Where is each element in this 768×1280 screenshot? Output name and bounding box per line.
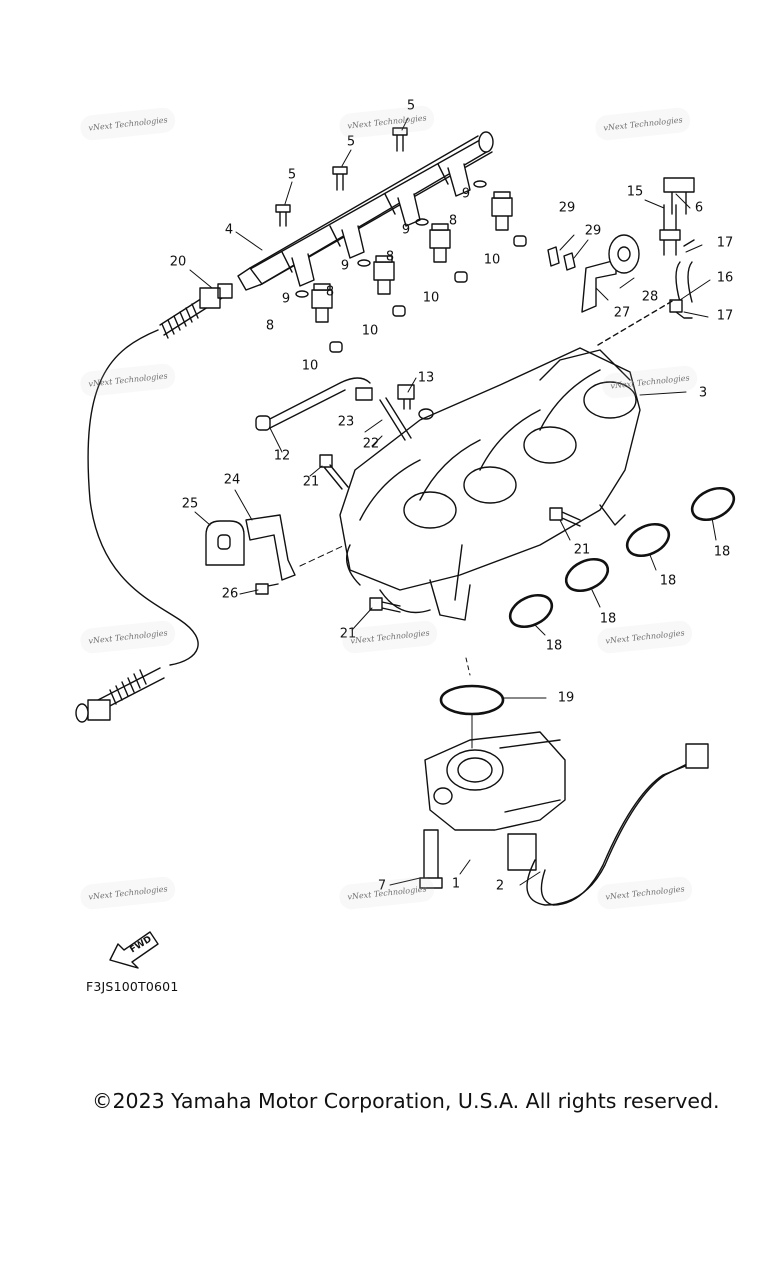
callout-9a: 9 [281, 291, 291, 307]
watermark: vNext Technologies [88, 884, 168, 902]
intake-manifold [339, 347, 641, 621]
callout-24: 24 [223, 472, 241, 488]
callout-10c: 10 [422, 290, 440, 306]
callout-22: 22 [362, 436, 380, 452]
pressure-sensor-hoses [597, 177, 695, 346]
callout-8b: 8 [325, 284, 335, 300]
watermark: vNext Technologies [603, 115, 683, 133]
injectors [311, 191, 513, 323]
callout-5c: 5 [287, 167, 297, 183]
sensor-bracket [547, 234, 640, 313]
bolt-5 [275, 127, 408, 227]
callout-8d: 8 [448, 213, 458, 229]
diagram-code: F3JS100T0601 [86, 979, 179, 994]
watermark: vNext Technologies [347, 113, 427, 131]
callout-27: 27 [613, 305, 631, 321]
callout-21a: 21 [302, 474, 320, 490]
callout-10b: 10 [361, 323, 379, 339]
callout-13: 13 [417, 370, 435, 386]
fuel-hose [75, 283, 233, 723]
callout-18c: 18 [659, 573, 677, 589]
gaskets [439, 486, 736, 716]
callout-26: 26 [221, 586, 239, 602]
callout-6: 6 [694, 200, 704, 216]
callout-17b: 17 [716, 308, 734, 324]
callout-9d: 9 [461, 186, 471, 202]
callout-15: 15 [626, 184, 644, 200]
watermark: vNext Technologies [610, 373, 690, 391]
callout-16: 16 [716, 270, 734, 286]
callout-3: 3 [698, 385, 708, 401]
callout-1: 1 [451, 876, 461, 892]
callout-18a: 18 [545, 638, 563, 654]
bolts-21 [319, 454, 581, 613]
callout-20: 20 [169, 254, 187, 270]
watermark: vNext Technologies [350, 628, 430, 646]
callout-2: 2 [495, 878, 505, 894]
callout-4: 4 [224, 222, 234, 238]
watermark: vNext Technologies [88, 371, 168, 389]
fwd-arrow [109, 931, 159, 969]
throttle-body [424, 731, 709, 906]
callout-10a: 10 [301, 358, 319, 374]
callout-25: 25 [181, 496, 199, 512]
callout-12: 12 [273, 448, 291, 464]
callout-21b: 21 [573, 542, 591, 558]
bracket-24 [205, 514, 296, 595]
watermark: vNext Technologies [347, 884, 427, 902]
fuel-rail [237, 131, 494, 291]
watermark: vNext Technologies [605, 628, 685, 646]
callout-10d: 10 [483, 252, 501, 268]
callout-17a: 17 [716, 235, 734, 251]
callout-29b: 29 [584, 223, 602, 239]
copyright-notice: ©2023 Yamaha Motor Corporation, U.S.A. A… [92, 1089, 720, 1113]
callout-8a: 8 [265, 318, 275, 334]
leader-lines [189, 117, 717, 886]
callout-18d: 18 [713, 544, 731, 560]
vacuum-hose [255, 377, 434, 441]
callout-9b: 9 [340, 258, 350, 274]
callout-5b: 5 [346, 134, 356, 150]
watermark: vNext Technologies [605, 884, 685, 902]
callout-19: 19 [557, 690, 575, 706]
callout-23: 23 [337, 414, 355, 430]
callout-8c: 8 [385, 249, 395, 265]
callout-29a: 29 [558, 200, 576, 216]
watermark: vNext Technologies [88, 115, 168, 133]
injector-seals [295, 180, 527, 353]
callout-28: 28 [641, 289, 659, 305]
callout-9c: 9 [401, 222, 411, 238]
callout-18b: 18 [599, 611, 617, 627]
watermark: vNext Technologies [88, 628, 168, 646]
